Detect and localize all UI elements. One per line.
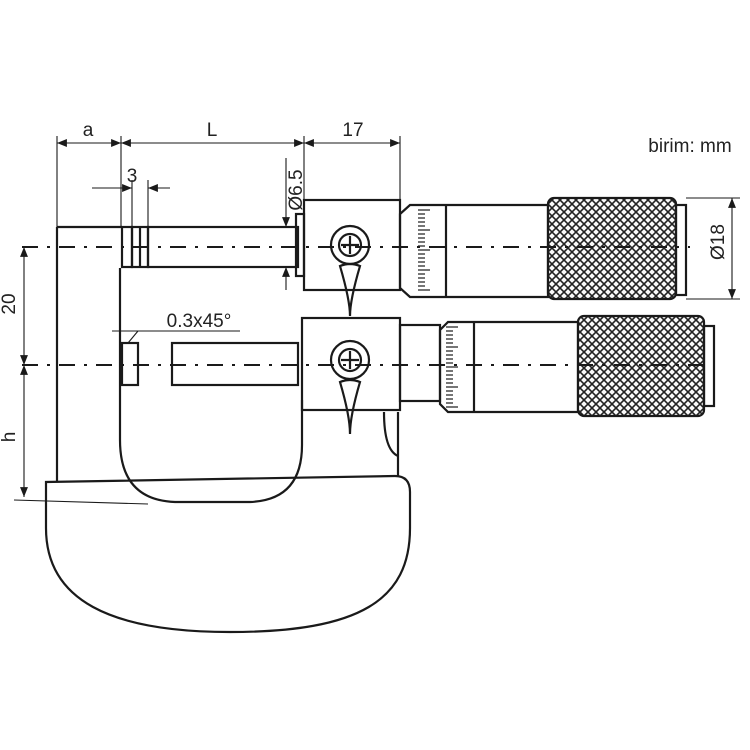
lower-scale-ticks (446, 326, 458, 408)
dim-label-a: a (83, 120, 94, 141)
dimension-lines (13, 136, 740, 505)
dim-label-20: 20 (0, 293, 20, 314)
dim-label-17: 17 (342, 120, 363, 141)
upper-spindle (146, 212, 306, 278)
lower-spindle-housing (300, 316, 402, 435)
upper-scale-ticks (418, 209, 430, 291)
upper-spindle-housing (302, 198, 402, 317)
micrometer-frame (44, 225, 412, 634)
dim-label-3: 3 (127, 166, 138, 187)
unit-note: birim: mm (648, 136, 731, 157)
dim-label-h: h (0, 432, 20, 443)
dim-label-chamfer: 0.3x45° (167, 311, 232, 332)
dim-label-L: L (207, 120, 218, 141)
center-lines (22, 246, 714, 366)
dim-label-dia-6-5: Ø6.5 (286, 169, 307, 210)
dim-label-dia-18: Ø18 (708, 224, 729, 260)
upper-thimble (398, 196, 688, 301)
